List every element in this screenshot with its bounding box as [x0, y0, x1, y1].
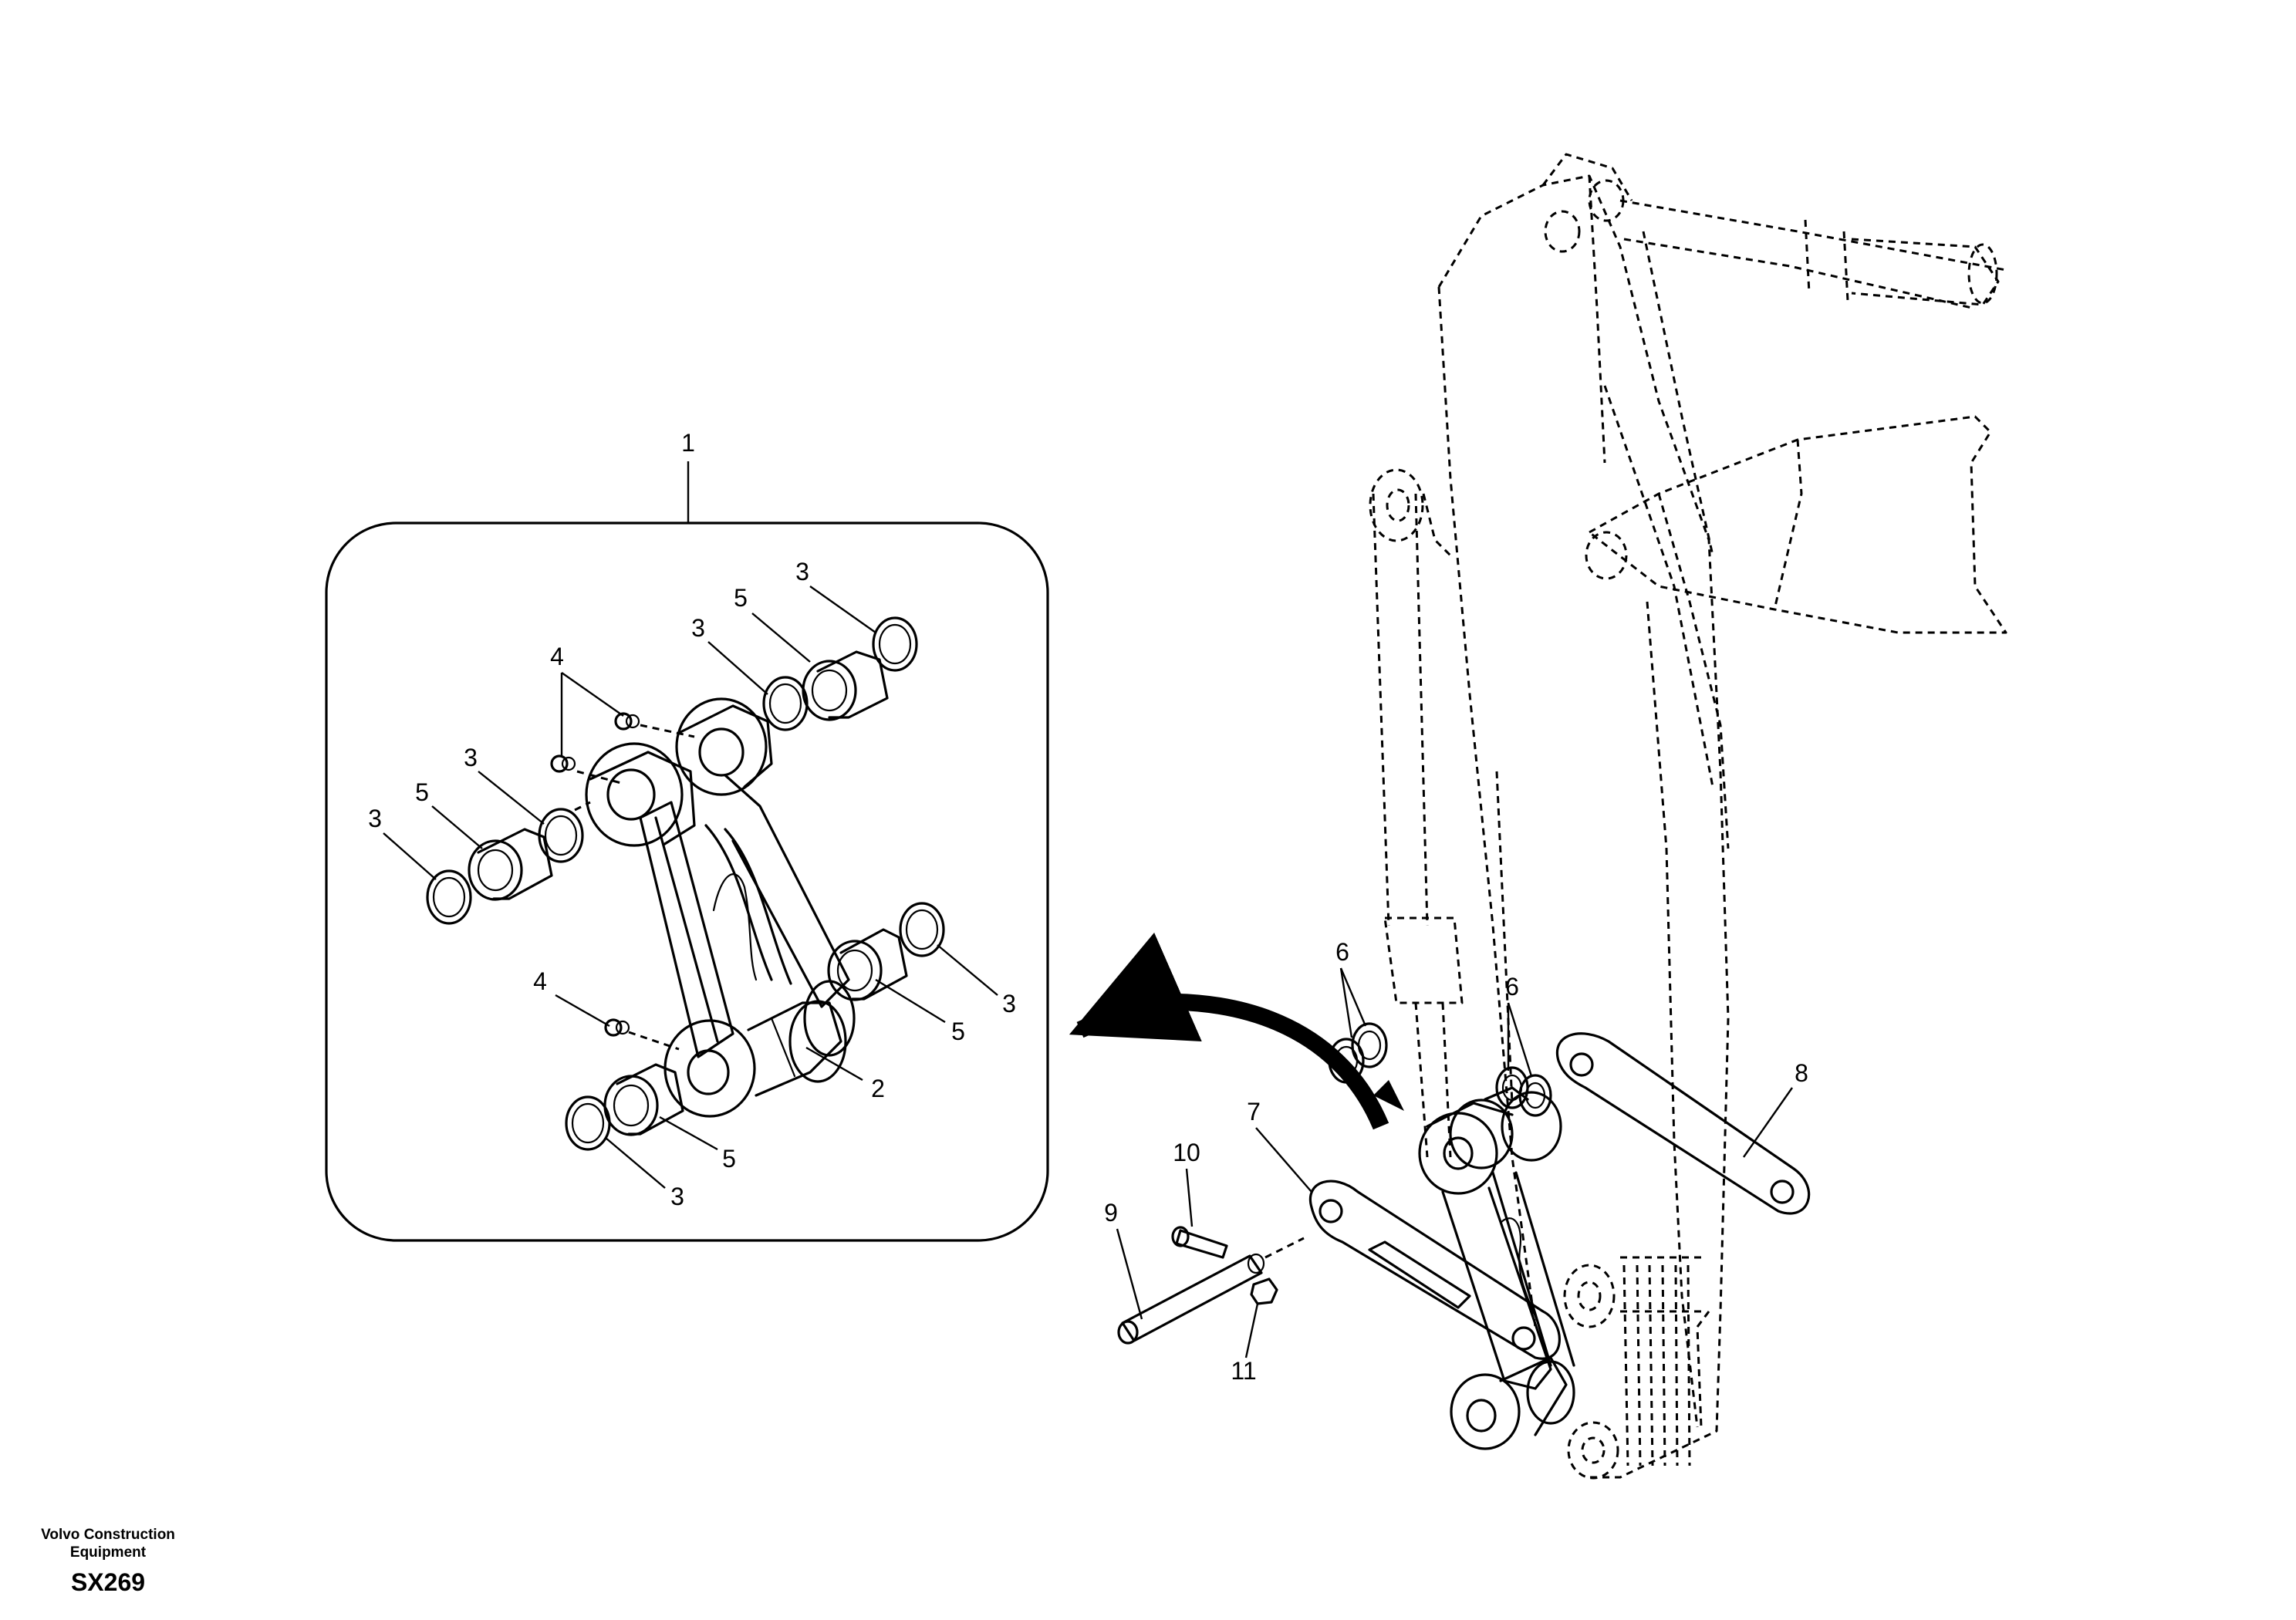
shim-3-right — [899, 902, 945, 957]
callout-1: 1 — [681, 429, 695, 457]
dipper-arm-outline — [1369, 153, 2007, 1480]
bolt-10 — [1171, 1226, 1228, 1259]
inset-leaders — [383, 586, 998, 1189]
link-plate-7 — [1308, 1180, 1561, 1360]
callout-6: 6 — [1335, 938, 1349, 966]
shims-6 — [1328, 1022, 1552, 1117]
grease-fitting-upper-b — [550, 754, 576, 773]
shims-and-bushings-inset — [426, 616, 945, 1151]
inset-box — [325, 521, 1049, 1242]
callout-5: 5 — [415, 778, 429, 806]
shim-3-left-inner — [538, 808, 584, 863]
shim-3-left-outer — [426, 869, 472, 925]
link-plate-8 — [1555, 1032, 1811, 1215]
nut-11 — [1250, 1277, 1278, 1305]
callout-6: 6 — [1505, 973, 1519, 1001]
callout-4: 4 — [533, 967, 547, 995]
callout-5: 5 — [951, 1018, 965, 1045]
callout-3: 3 — [691, 614, 705, 642]
callout-2: 2 — [871, 1075, 885, 1102]
installed-link — [1418, 1086, 1575, 1450]
grease-fitting-lower — [604, 1018, 630, 1037]
callout-7: 7 — [1247, 1098, 1261, 1126]
right-leaders — [1116, 967, 1793, 1358]
callout-9: 9 — [1104, 1199, 1118, 1227]
callout-10: 10 — [1173, 1139, 1200, 1166]
callout-3: 3 — [368, 805, 382, 832]
bushing-5-right — [827, 928, 908, 1001]
diagram-code: SX269 — [71, 1568, 145, 1596]
callout-3: 3 — [1002, 990, 1016, 1018]
callout-11: 11 — [1231, 1357, 1256, 1385]
pin-9 — [1117, 1237, 1305, 1345]
callout-4: 4 — [550, 643, 564, 670]
bushing-5-top — [802, 650, 889, 721]
shim-3-top-left — [762, 676, 809, 731]
shim-3-bottom — [565, 1095, 611, 1151]
curved-arrow — [1069, 932, 1389, 1130]
h-link-assembly-inset — [585, 697, 856, 1118]
callout-3: 3 — [795, 558, 809, 586]
bushing-5-left — [468, 828, 553, 901]
brand-line-2: Equipment — [70, 1544, 147, 1561]
grease-fitting-upper-a — [614, 712, 640, 731]
callout-5: 5 — [734, 584, 748, 612]
callout-5: 5 — [722, 1145, 736, 1173]
shim-3-top-right — [872, 616, 918, 672]
callout-3: 3 — [670, 1183, 684, 1210]
callout-8: 8 — [1795, 1059, 1808, 1087]
brand-line-1: Volvo Construction — [41, 1527, 175, 1543]
grease-fitting-group — [550, 712, 695, 1051]
callout-3: 3 — [464, 744, 478, 771]
